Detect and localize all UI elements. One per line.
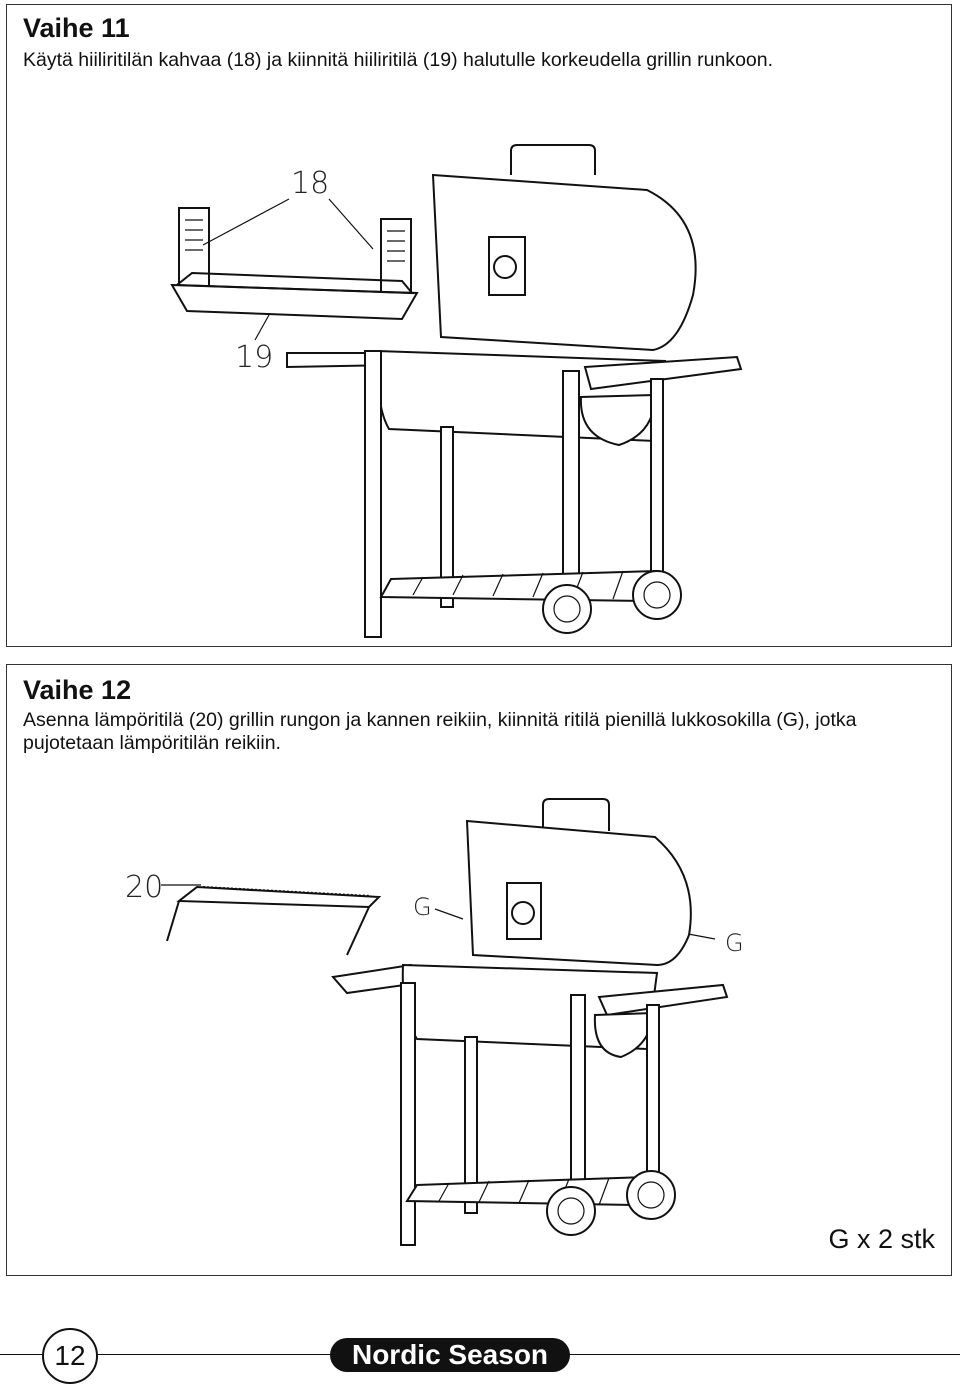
brand-logo: Nordic Season <box>330 1338 570 1372</box>
step-12-illustration: 20 G G <box>125 798 744 1246</box>
label-handle-18: 18 <box>291 166 329 201</box>
grill-drawing-12 <box>331 798 729 1246</box>
page-footer: 12 Nordic Season <box>0 1290 960 1391</box>
label-grate-19: 19 <box>235 340 273 375</box>
step-11-illustration: 18 19 <box>170 144 743 638</box>
label-pin-g-left: G <box>413 893 432 921</box>
step-11-title: Vaihe 11 <box>23 13 130 43</box>
step-12-instruction: Asenna lämpöritilä (20) grillin rungon j… <box>23 709 857 754</box>
page-number: 12 <box>42 1328 98 1384</box>
grill-drawing <box>286 144 743 638</box>
step-12-title: Vaihe 12 <box>23 675 132 705</box>
warming-rack-drawing <box>166 885 382 956</box>
label-rack-20: 20 <box>125 870 163 905</box>
charcoal-grate-drawing <box>170 207 419 321</box>
step-11-instruction: Käytä hiiliritilän kahvaa (18) ja kiinni… <box>23 49 774 71</box>
step-12-panel: Vaihe 12 Asenna lämpöritilä (20) grillin… <box>6 664 952 1276</box>
label-pin-g-right: G <box>725 929 744 957</box>
pin-quantity: G x 2 stk <box>828 1224 935 1254</box>
step-11-panel: Vaihe 11 Käytä hiiliritilän kahvaa (18) … <box>6 4 952 647</box>
